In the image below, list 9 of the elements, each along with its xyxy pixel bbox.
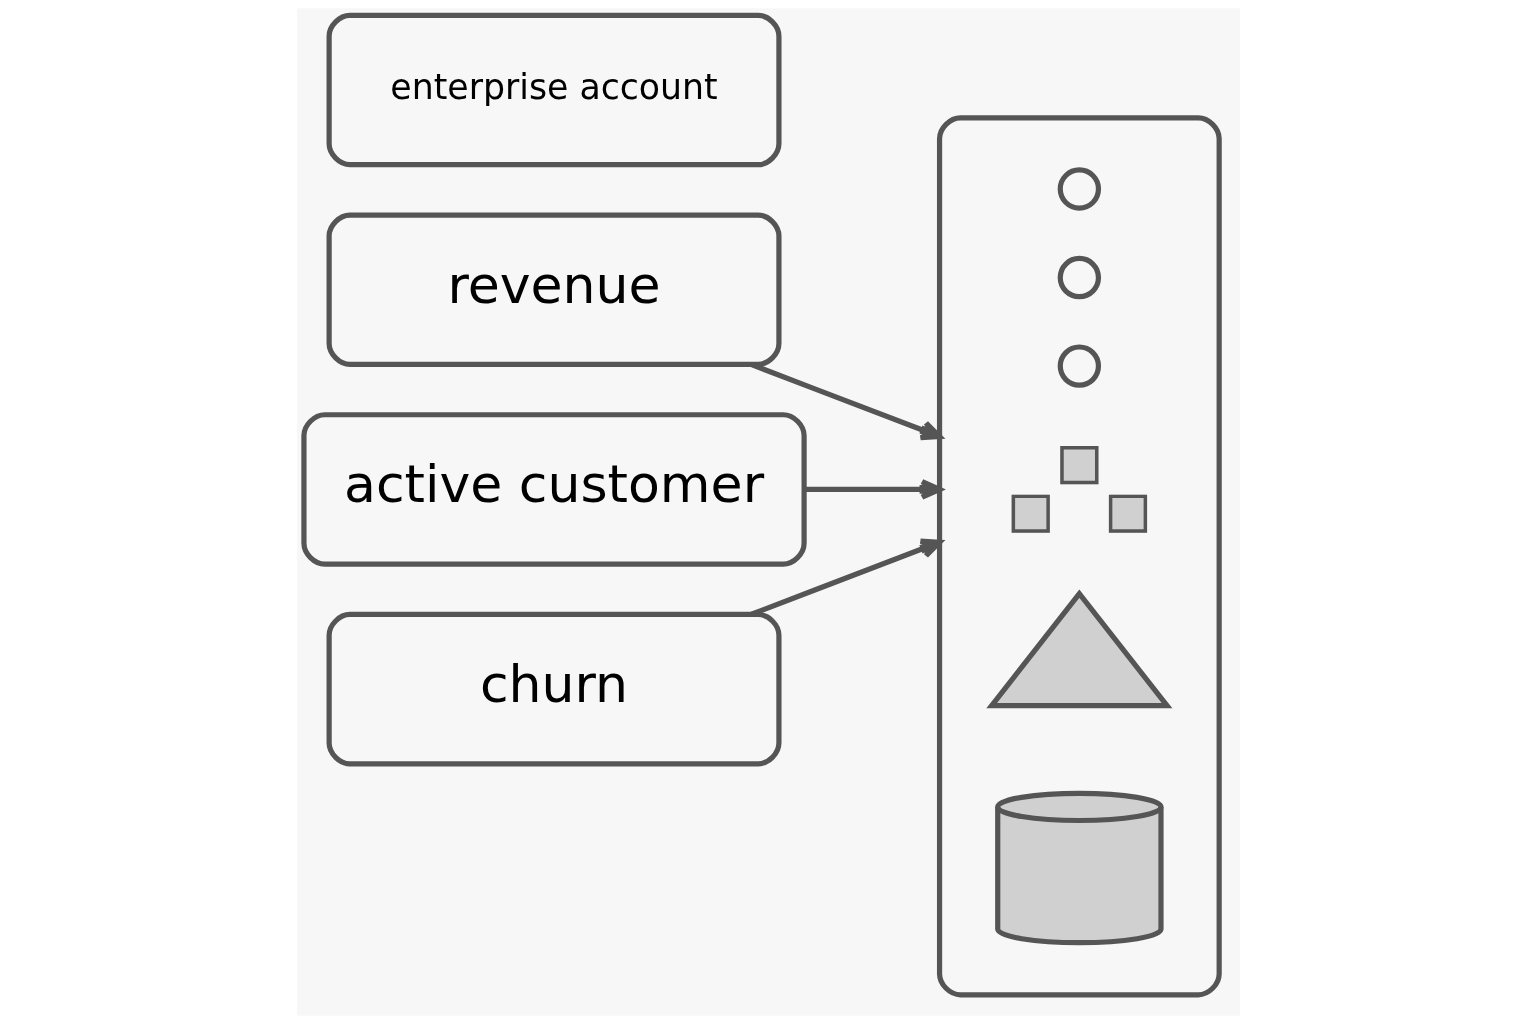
- node-box: revenue: [326, 212, 782, 367]
- node-box: churn: [326, 611, 782, 767]
- node-box: active customer: [300, 412, 807, 567]
- node-box: enterprise account: [326, 12, 782, 168]
- node-circle: [1057, 255, 1101, 300]
- node-circle: [1057, 344, 1101, 388]
- node-triangle: [985, 589, 1172, 709]
- node-circle: [1057, 167, 1101, 211]
- cluster: [936, 115, 1222, 998]
